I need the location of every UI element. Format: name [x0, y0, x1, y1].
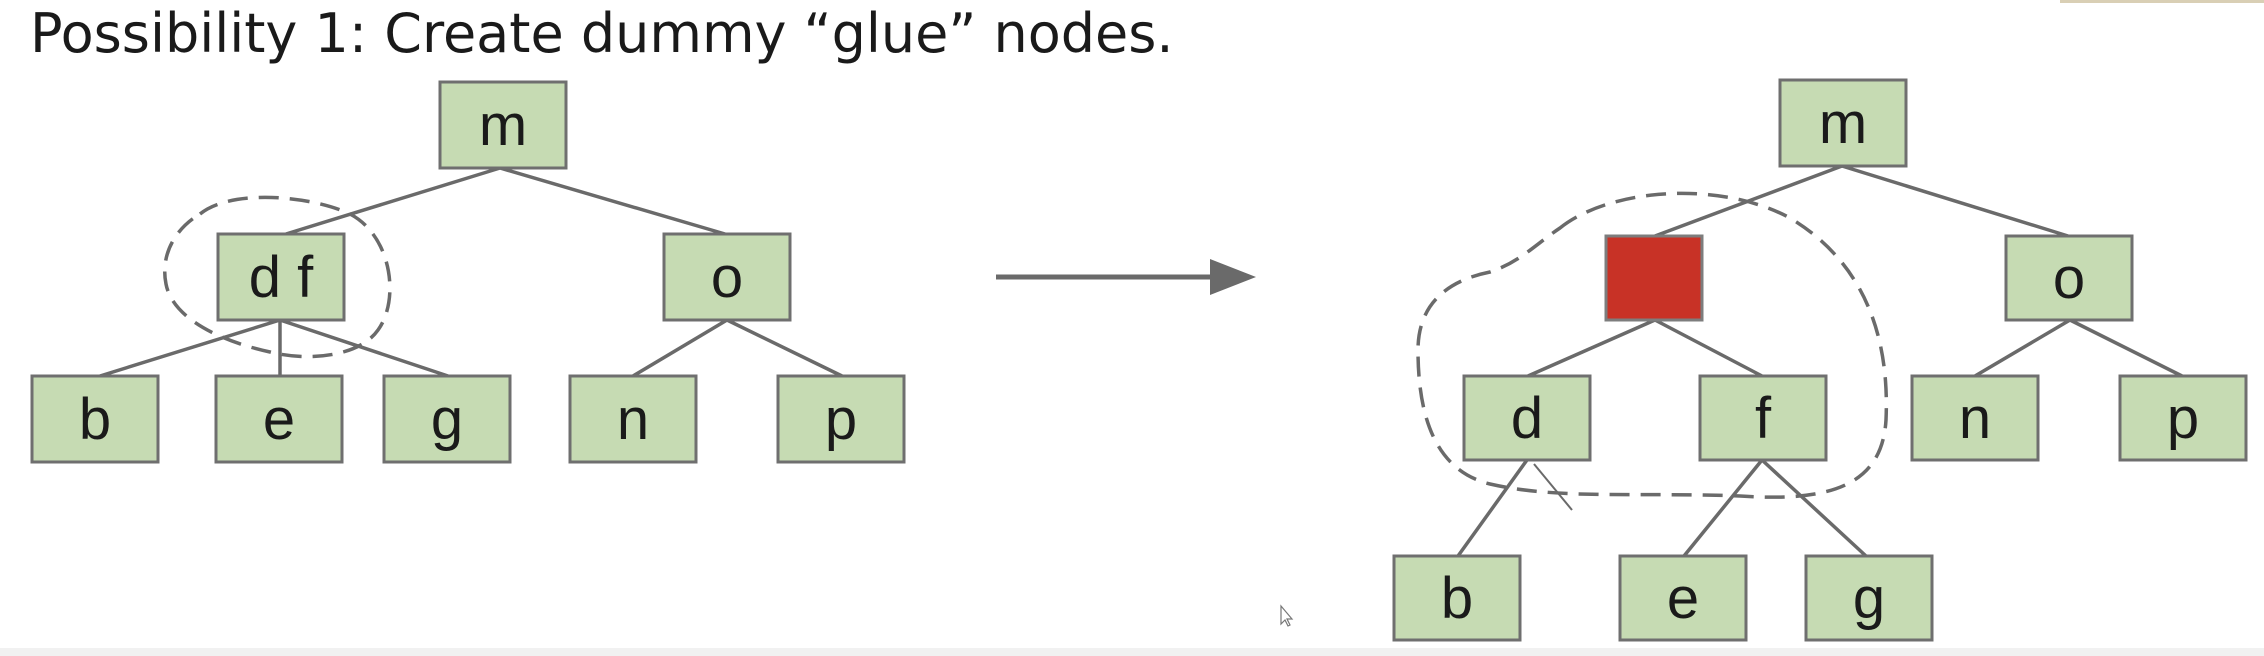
after-tree: m o d f n p	[1392, 78, 2248, 642]
edge-o-p	[726, 318, 843, 378]
node-df: d f	[216, 232, 346, 322]
node-g-before: g	[382, 374, 512, 464]
node-o-before: o	[662, 232, 792, 322]
node-label: n	[617, 387, 649, 452]
transform-arrow	[996, 259, 1256, 295]
stray-mark	[1533, 463, 1573, 511]
node-label: g	[1853, 566, 1885, 631]
node-d-after: d	[1462, 374, 1592, 462]
slide-title: Possibility 1: Create dummy “glue” nodes…	[30, 2, 1174, 65]
node-m-after: m	[1778, 78, 1908, 168]
edge-o-n	[1974, 318, 2071, 378]
edge-d-b	[1456, 458, 1529, 558]
node-label: d f	[249, 245, 314, 310]
node-label: n	[1959, 386, 1991, 451]
node-b-after: b	[1392, 554, 1522, 642]
edge-m-df	[285, 166, 501, 236]
node-e-after: e	[1618, 554, 1748, 642]
node-label: o	[2053, 246, 2085, 311]
node-label: e	[1667, 566, 1699, 631]
node-o-after: o	[2004, 234, 2134, 322]
node-p-before: p	[776, 374, 906, 464]
node-n-before: n	[568, 374, 698, 464]
dashed-outline-before	[163, 195, 392, 359]
corner-mark	[2060, 0, 2264, 3]
edge-df-b	[99, 318, 281, 378]
node-label: d	[1511, 386, 1543, 451]
edge-f-e	[1682, 458, 1764, 558]
node-label: p	[2167, 386, 2199, 451]
node-n-after: n	[1910, 374, 2040, 462]
node-m-before: m	[438, 80, 568, 170]
before-tree: m d f o b e g	[30, 80, 906, 464]
edge-o-n	[632, 318, 728, 378]
node-b-before: b	[30, 374, 160, 464]
edge-f-g	[1760, 458, 1868, 558]
node-label: o	[711, 245, 743, 310]
mouse-cursor-icon	[1280, 604, 1294, 627]
node-label: m	[1819, 91, 1867, 156]
node-g-after: g	[1804, 554, 1934, 642]
edge-df-g	[279, 318, 449, 378]
bottom-bar	[0, 648, 2264, 656]
edge-o-p	[2069, 318, 2183, 378]
node-p-after: p	[2118, 374, 2248, 462]
node-label: b	[79, 387, 111, 452]
node-label: g	[431, 387, 463, 452]
glue-node	[1604, 234, 1704, 322]
edge-m-o	[1841, 164, 2069, 238]
node-label: e	[263, 387, 295, 452]
node-f-after: f	[1698, 374, 1828, 462]
node-label: m	[479, 93, 527, 158]
edge-glue-f	[1654, 318, 1763, 378]
node-label: b	[1441, 566, 1473, 631]
node-label: p	[825, 387, 857, 452]
node-label: f	[1755, 386, 1772, 451]
edge-m-o	[499, 166, 726, 236]
edge-glue-d	[1527, 318, 1656, 378]
node-e-before: e	[214, 374, 344, 464]
